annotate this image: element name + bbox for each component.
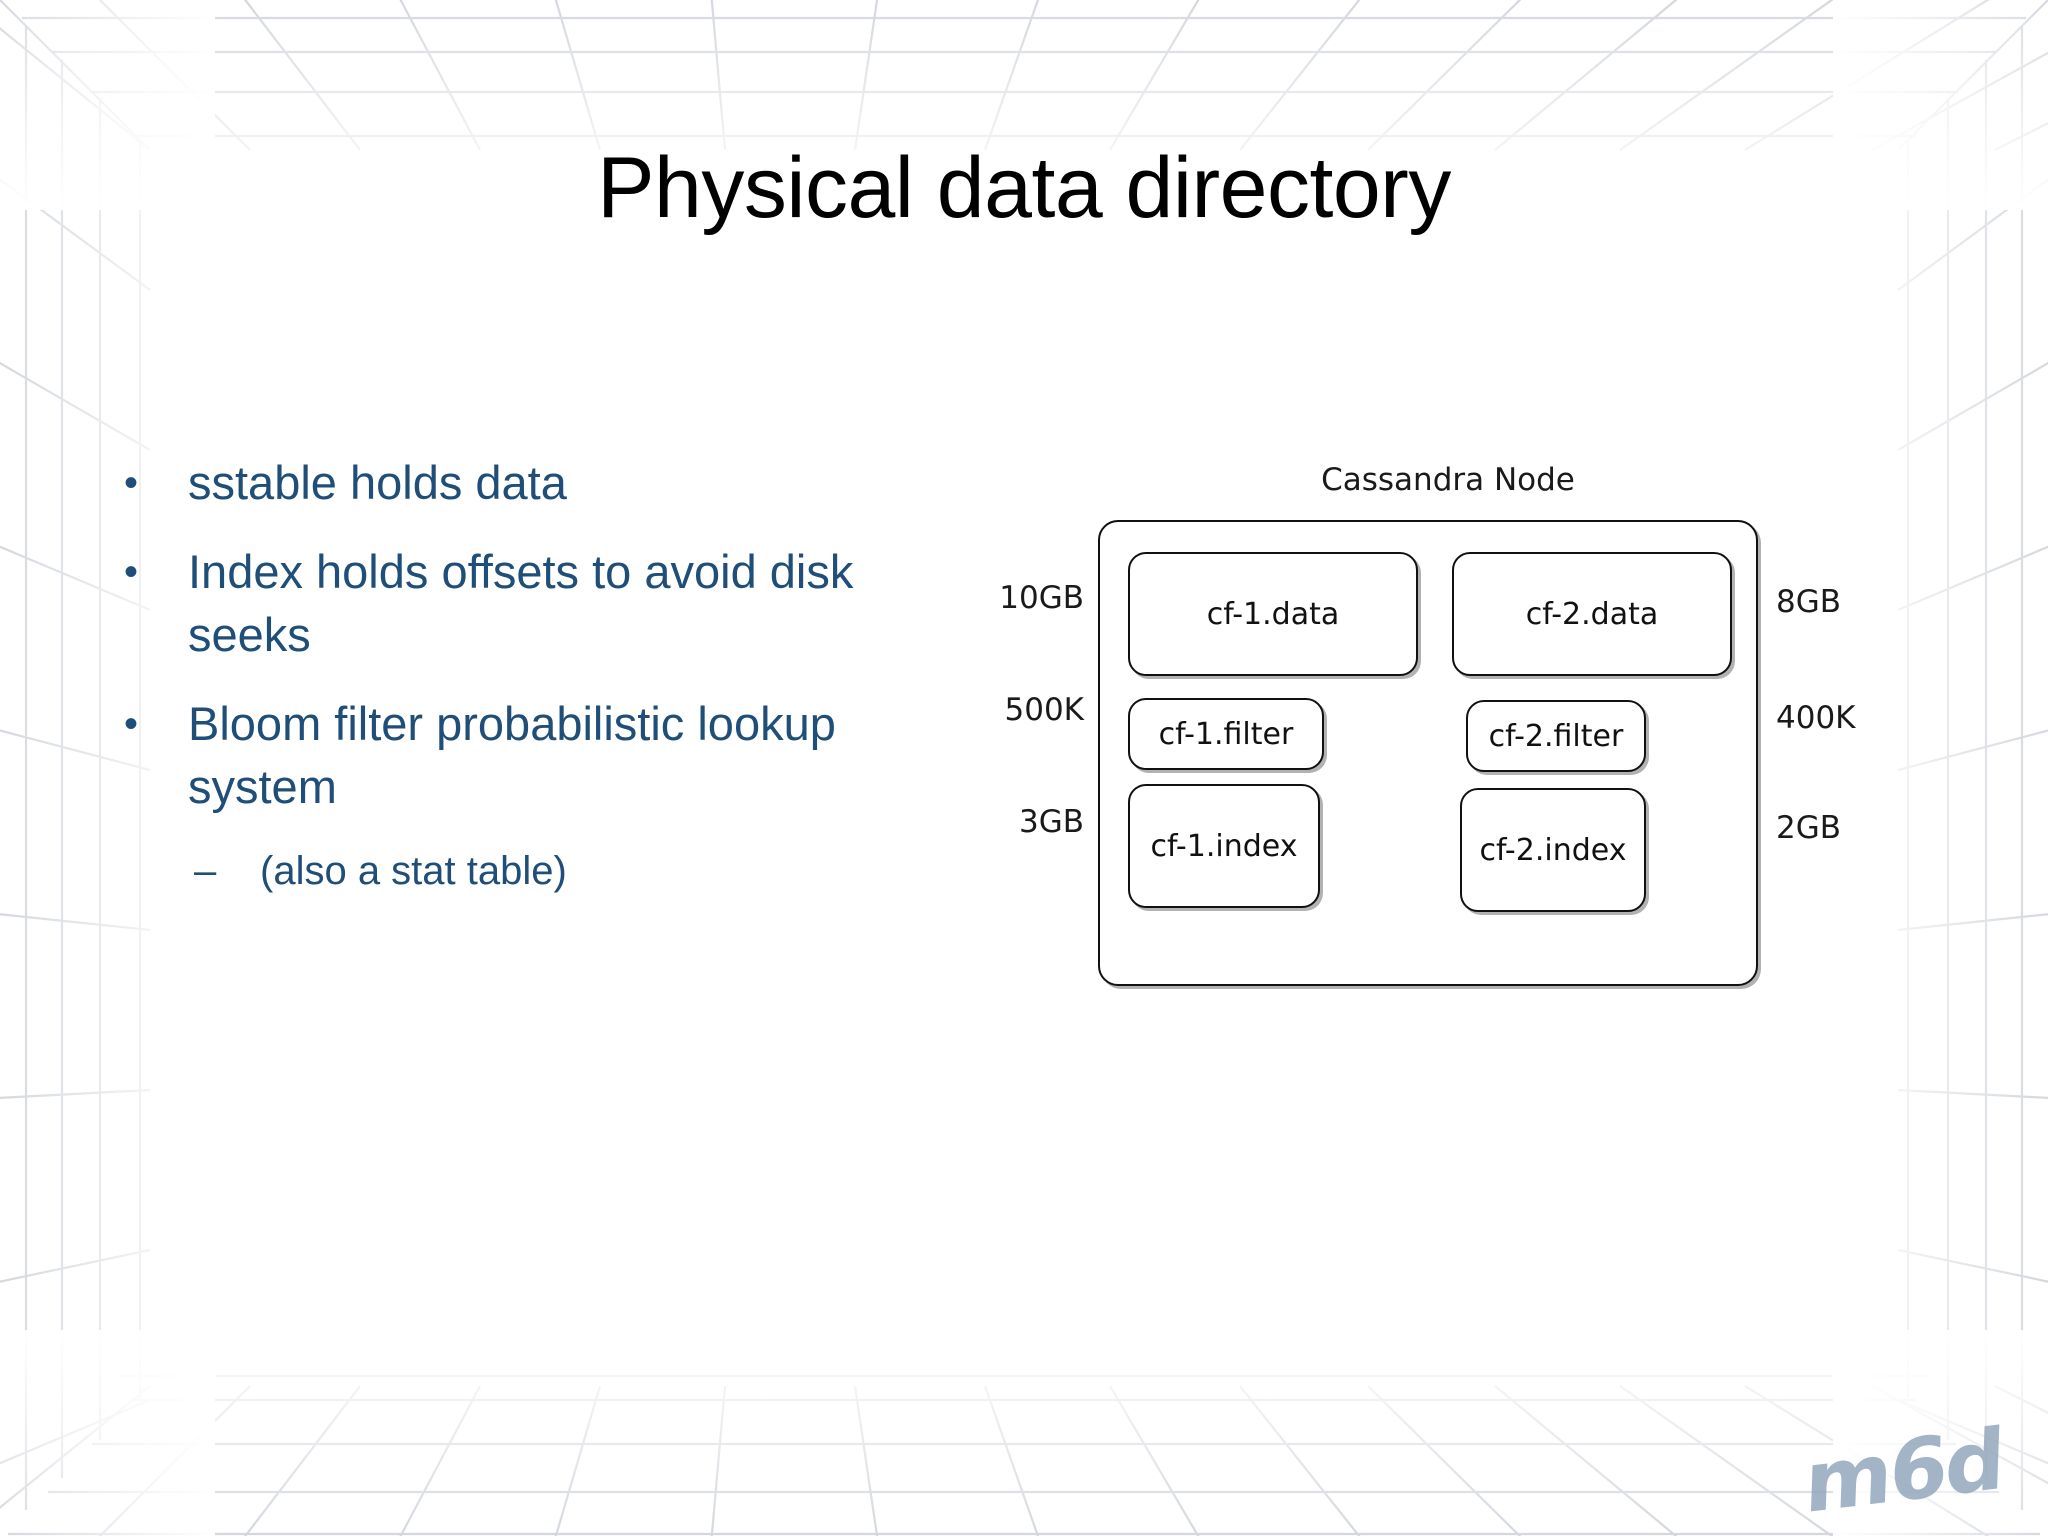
size-label-right-index: 2GB — [1776, 810, 1842, 846]
list-item: • sstable holds data — [124, 452, 914, 515]
bullet-text: sstable holds data — [188, 456, 567, 509]
bullet-text: Index holds offsets to avoid disk seeks — [188, 544, 854, 661]
diagram-caption: Cassandra Node — [1321, 462, 1575, 498]
size-label-right-filter: 400K — [1776, 700, 1856, 736]
size-label-left-filter: 500K — [1004, 692, 1085, 728]
size-label-left-data: 10GB — [999, 580, 1084, 616]
sub-list-item: – (also a stat table) — [194, 845, 914, 897]
cf-1-filter-box: cf-1.filter — [1128, 698, 1324, 770]
dash-marker-icon: – — [194, 848, 217, 893]
cf-2-index-box: cf-2.index — [1460, 788, 1646, 912]
bullet-marker-icon: • — [124, 701, 139, 746]
list-item: • Index holds offsets to avoid disk seek… — [124, 541, 914, 667]
size-label-left-index: 3GB — [1018, 804, 1084, 840]
cf-1-data-box: cf-1.data — [1128, 552, 1418, 676]
bullet-marker-icon: • — [124, 461, 139, 505]
cassandra-node-diagram: Cassandra Node 10GB 500K 3GB 8GB 400K 2G… — [980, 462, 1920, 1002]
cf-2-data-box: cf-2.data — [1452, 552, 1732, 676]
size-label-right-data: 8GB — [1776, 584, 1842, 620]
m6d-logo: m6d — [1803, 1409, 2004, 1533]
bullet-marker-icon: • — [124, 549, 139, 594]
sub-bullet-text: (also a stat table) — [260, 848, 567, 893]
page-title: Physical data directory — [597, 140, 1451, 236]
bullet-text: Bloom filter probabilistic lookup system — [188, 696, 836, 813]
bullet-list: • sstable holds data • Index holds offse… — [124, 452, 914, 897]
cassandra-node-container: cf-1.data cf-2.data cf-1.filter cf-2.fil… — [1098, 520, 1758, 986]
list-item: • Bloom filter probabilistic lookup syst… — [124, 693, 914, 819]
cf-1-index-box: cf-1.index — [1128, 784, 1320, 908]
cf-2-filter-box: cf-2.filter — [1466, 700, 1646, 772]
